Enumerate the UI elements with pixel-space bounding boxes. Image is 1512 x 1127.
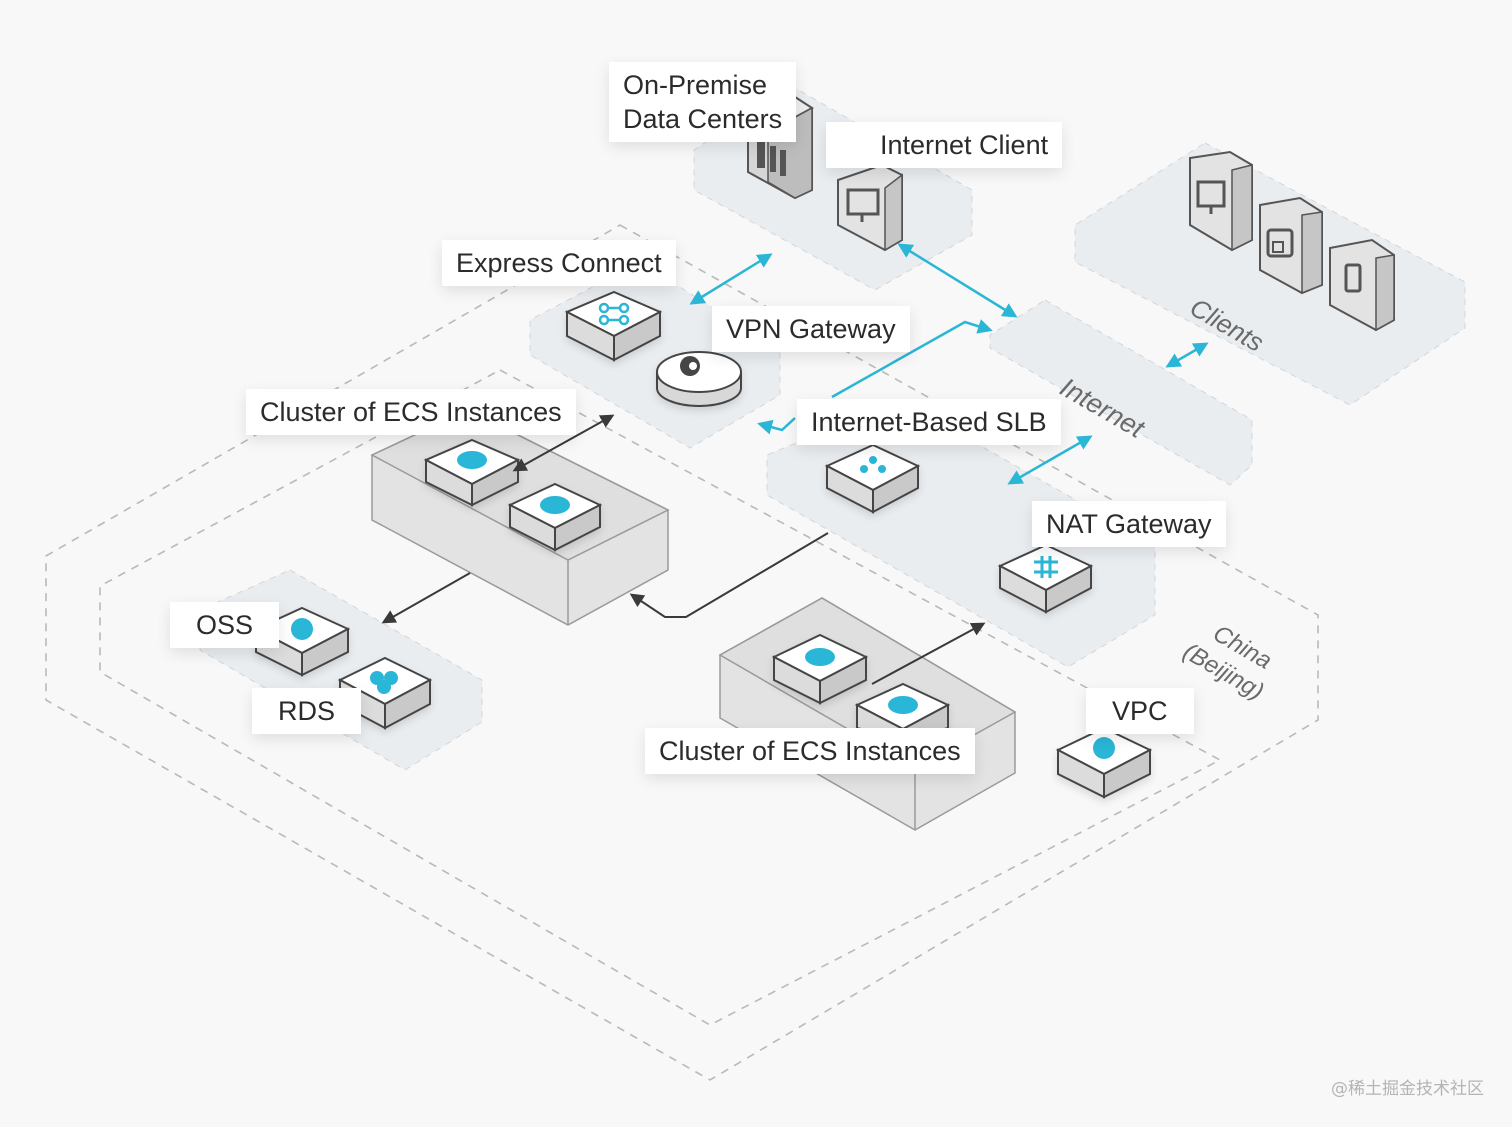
browser-client-icon bbox=[1259, 196, 1323, 295]
rds-label: RDS bbox=[252, 688, 362, 734]
slb-icon bbox=[860, 456, 886, 473]
vpc-label: VPC bbox=[1086, 688, 1194, 734]
internet-client-box bbox=[837, 163, 903, 252]
client-to-internet-arrow bbox=[897, 243, 1018, 318]
vpn-to-internet-line bbox=[831, 319, 993, 399]
nat-gateway-label: NAT Gateway bbox=[1032, 501, 1226, 547]
slb-to-ecs-arrow bbox=[629, 532, 829, 618]
dark-connections bbox=[381, 414, 986, 685]
mobile-client-icon bbox=[1329, 238, 1395, 332]
ecs-cloud-icon bbox=[805, 648, 835, 666]
internet-client-label: Internet Client bbox=[826, 122, 1063, 168]
oss-icon bbox=[291, 618, 313, 640]
blue-connections bbox=[689, 243, 1209, 485]
slb-to-internet-arrow bbox=[1007, 435, 1093, 485]
slb-device bbox=[824, 443, 921, 514]
watermark: @稀土掘金技术社区 bbox=[1331, 1079, 1484, 1099]
clients-devices bbox=[1189, 150, 1395, 332]
ecs-to-oss-arrow bbox=[381, 572, 471, 624]
express-connect-device bbox=[564, 290, 663, 362]
rds-icon bbox=[370, 671, 398, 694]
express-to-onprem-arrow bbox=[689, 253, 773, 305]
vpc-device bbox=[1055, 726, 1153, 799]
ecs-cube-c bbox=[771, 633, 869, 705]
ecs-cloud-icon bbox=[888, 696, 918, 714]
china-beijing-region bbox=[45, 224, 1319, 1081]
vpn-loop-line bbox=[757, 417, 796, 435]
vpn-gateway-icon bbox=[680, 356, 700, 376]
monitor-icon bbox=[846, 188, 880, 222]
on-premise-label: On-Premise Data Centers bbox=[609, 62, 797, 142]
nat-gateway-icon bbox=[1034, 556, 1058, 578]
ecs-to-nat-arrow bbox=[871, 622, 986, 685]
nat-gateway-device bbox=[997, 543, 1094, 614]
cluster-ecs-top-label: Cluster of ECS Instances bbox=[246, 389, 576, 435]
cluster-ecs-bottom-label: Cluster of ECS Instances bbox=[645, 728, 975, 774]
internet-slb-label: Internet-Based SLB bbox=[797, 399, 1061, 445]
oss-rds-panel bbox=[199, 569, 483, 771]
ecs-cube-a bbox=[423, 438, 521, 507]
vpn-gateway-device bbox=[656, 351, 742, 407]
internet-to-clients-arrow bbox=[1165, 342, 1209, 368]
vpn-gateway-label: VPN Gateway bbox=[712, 306, 910, 352]
express-connect-icon bbox=[598, 302, 630, 326]
express-connect-label: Express Connect bbox=[442, 240, 676, 286]
ecs-cube-b bbox=[507, 482, 603, 552]
internet-panel bbox=[989, 299, 1253, 486]
desktop-client-icon bbox=[1189, 150, 1253, 252]
ecs-cloud-icon bbox=[457, 451, 487, 469]
vpc-icon bbox=[1093, 737, 1115, 759]
ecs-cloud-icon bbox=[540, 496, 570, 514]
oss-label: OSS bbox=[170, 602, 280, 648]
ecs-to-express-arrow bbox=[512, 414, 615, 472]
